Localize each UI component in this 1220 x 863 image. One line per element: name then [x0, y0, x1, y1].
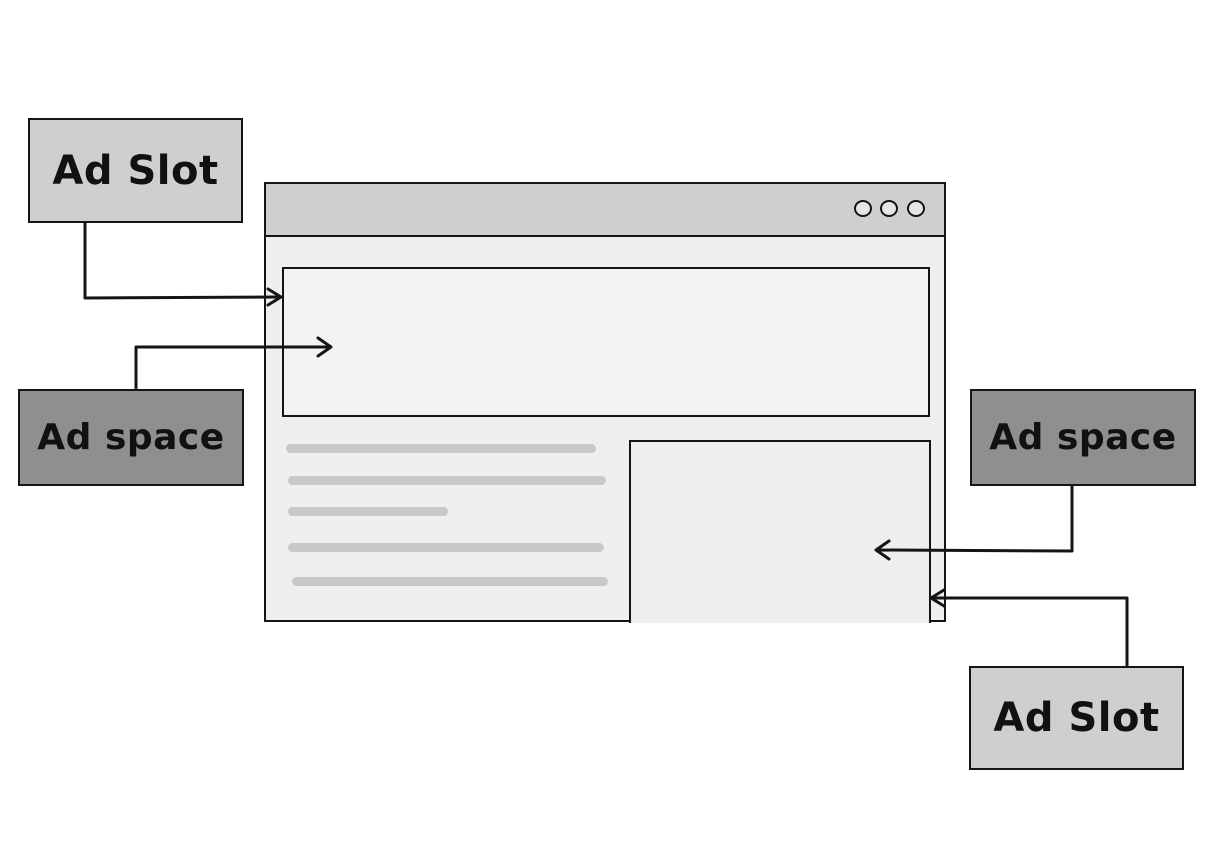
ad-space-label-text: Ad space	[989, 417, 1177, 458]
text-placeholder-line	[286, 444, 596, 453]
arrow-slot-to-sidebar	[930, 596, 1129, 668]
sidebar-ad-area	[629, 440, 931, 623]
window-dot-icon	[854, 200, 872, 217]
window-dot-icon	[907, 200, 925, 217]
banner-ad-area	[282, 267, 930, 417]
ad-space-label-left: Ad space	[18, 389, 244, 486]
ad-slot-label-text: Ad Slot	[52, 147, 219, 194]
arrow-slot-to-banner	[83, 220, 282, 300]
ad-space-label-text: Ad space	[37, 417, 225, 458]
text-placeholder-line	[288, 507, 448, 516]
ad-space-label-right: Ad space	[970, 389, 1196, 486]
text-placeholder-line	[288, 476, 606, 485]
ad-slot-label-text: Ad Slot	[993, 695, 1160, 741]
browser-title-bar	[266, 184, 944, 237]
ad-slot-label-bottom-right: Ad Slot	[969, 666, 1184, 770]
text-placeholder-line	[288, 543, 604, 552]
text-placeholder-line	[292, 577, 608, 586]
window-dot-icon	[880, 200, 898, 217]
browser-window	[264, 182, 946, 623]
ad-slot-label-top-left: Ad Slot	[28, 118, 243, 223]
